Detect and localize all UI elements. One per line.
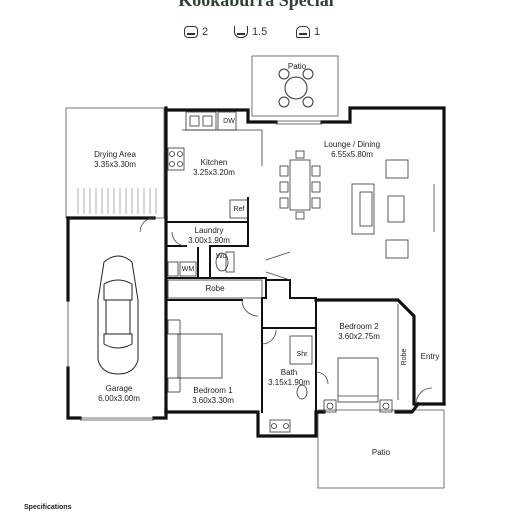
laundry-name: Laundry [194, 226, 224, 235]
wc-label: Wc [215, 253, 227, 260]
fridge-label: Ref [233, 206, 245, 213]
patio-bottom-label: Patio [371, 448, 391, 457]
shower-label: Shr [296, 351, 308, 358]
bath-icon [234, 26, 248, 38]
drying-area-label: Drying Area 3.35x3.30m [66, 150, 164, 170]
baths-stat: 1.5 [234, 24, 267, 40]
patio-top-label: Patio [287, 62, 307, 71]
cars-stat: 1 [296, 24, 320, 40]
dishwasher-label: DW [223, 118, 235, 125]
laundry-fittings [167, 251, 263, 299]
exterior-walls [66, 106, 446, 438]
kitchen-name: Kitchen [200, 158, 228, 167]
drying-area-size: 3.35x3.30m [94, 160, 136, 169]
bath-name: Bath [280, 368, 298, 377]
lounge-dining-label: Lounge / Dining 6.55x5.80m [310, 140, 394, 160]
bedroom-2-size: 3.60x2.75m [338, 332, 380, 341]
lounge-dining-size: 6.55x5.80m [331, 150, 373, 159]
kitchen-label: Kitchen 3.25x3.20m [178, 158, 250, 178]
lounge-dining-name: Lounge / Dining [323, 140, 381, 149]
washing-machine-label: WM [181, 266, 195, 273]
drying-slats [77, 188, 157, 214]
bedroom-1-name: Bedroom 1 [193, 386, 233, 395]
car [97, 255, 139, 375]
bedroom-fittings [167, 304, 399, 433]
bed-icon [184, 26, 198, 38]
drying-area-name: Drying Area [94, 150, 136, 159]
bedroom-1-label: Bedroom 1 3.60x3.30m [178, 386, 248, 406]
bedroom-2-label: Bedroom 2 3.60x2.75m [324, 322, 394, 342]
garage-size: 6.00x3.00m [98, 394, 140, 403]
cars-count: 1 [314, 26, 321, 38]
kitchen-fittings [167, 111, 263, 219]
plan-title: Kookaburra Special [178, 0, 334, 10]
bedroom-1-size: 3.60x3.30m [192, 396, 234, 405]
baths-count: 1.5 [252, 26, 268, 38]
specifications-heading: Specifications [24, 504, 72, 511]
laundry-label: Laundry 3.00x1.90m [176, 226, 242, 246]
outdoor-table [278, 68, 314, 108]
bath-size: 3.15x1.90m [268, 378, 310, 387]
garage-name: Garage [105, 384, 133, 393]
bath-label: Bath 3.15x1.90m [262, 368, 316, 388]
lounge-furniture [279, 150, 409, 259]
beds-count: 2 [202, 26, 209, 38]
garage-label: Garage 6.00x3.00m [72, 384, 166, 404]
robe-2-label: Robe [401, 348, 408, 366]
patio-bottom-area [317, 409, 445, 489]
robe-1-label: Robe [205, 284, 225, 293]
entry-label: Entry [420, 352, 440, 361]
laundry-size: 3.00x1.90m [188, 236, 230, 245]
beds-stat: 2 [184, 24, 208, 40]
bedroom-2-name: Bedroom 2 [339, 322, 379, 331]
car-icon [296, 26, 310, 38]
kitchen-size: 3.25x3.20m [193, 168, 235, 177]
garage-openings [67, 120, 435, 421]
patio-top-area [251, 55, 339, 117]
